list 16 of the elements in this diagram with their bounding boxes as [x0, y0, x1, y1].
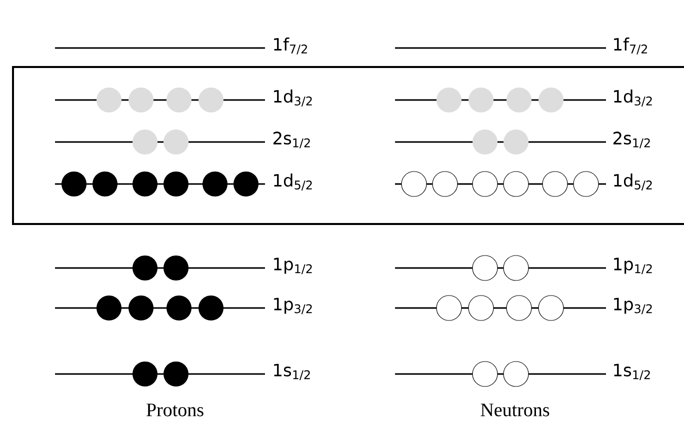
- column-heading: Neutrons: [480, 404, 550, 416]
- level-label: 2s$_{1/2}$: [613, 132, 650, 148]
- column-heading: Protons: [146, 404, 204, 416]
- level-label: 1d$_{3/2}$: [274, 90, 312, 106]
- level-label: 1d$_{5/2}$: [274, 174, 312, 190]
- level-label: 1p$_{3/2}$: [274, 298, 312, 314]
- level-label: 1p$_{3/2}$: [614, 298, 652, 314]
- level-label: 1f$_{7/2}$: [274, 38, 307, 54]
- level-label: 1s$_{1/2}$: [614, 364, 650, 380]
- level-label: 1s$_{1/2}$: [274, 364, 310, 380]
- level-label: 2s$_{1/2}$: [273, 132, 310, 148]
- level-label: 1p$_{1/2}$: [614, 258, 652, 274]
- level-label: 1p$_{1/2}$: [274, 258, 312, 274]
- level-label: 1d$_{5/2}$: [614, 174, 652, 190]
- level-label: 1f$_{7/2}$: [614, 38, 647, 54]
- level-label: 1d$_{3/2}$: [614, 90, 652, 106]
